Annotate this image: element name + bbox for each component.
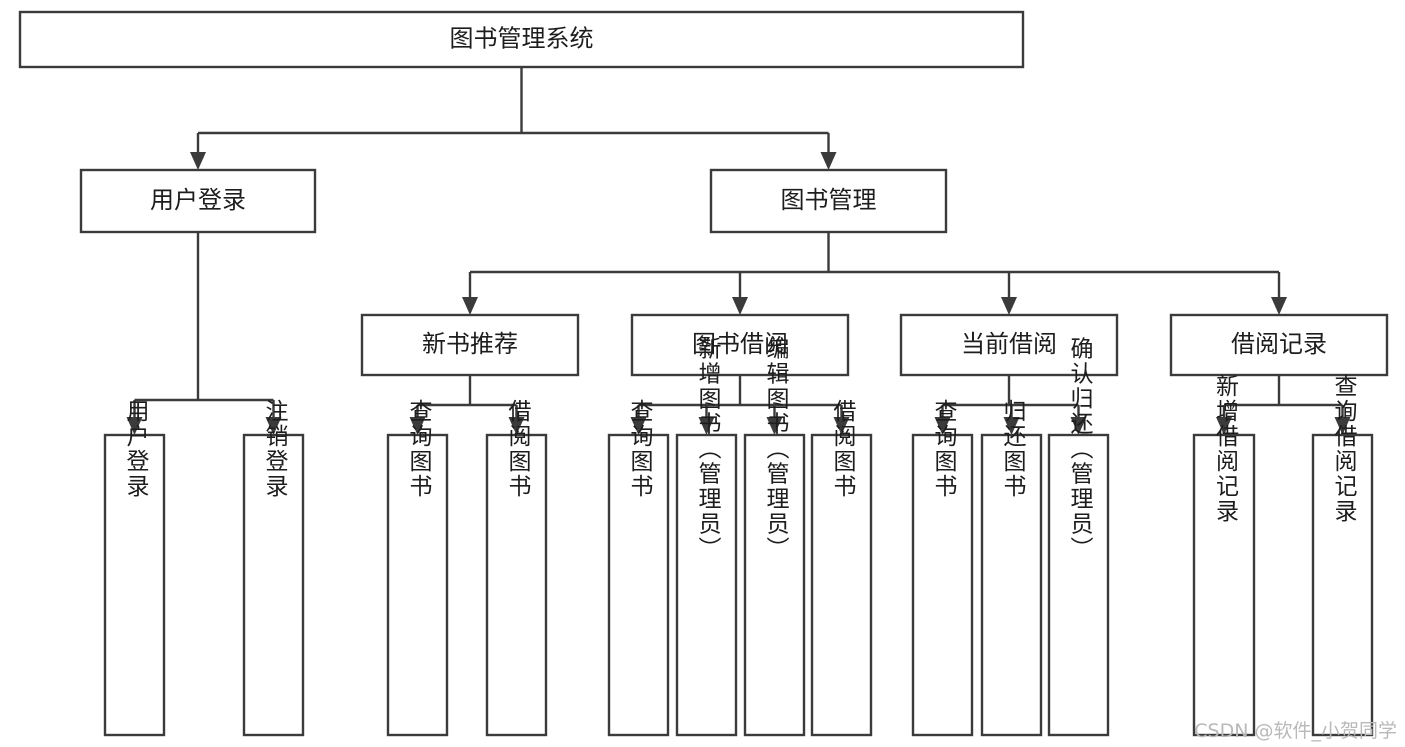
- node-leaf-add-book[interactable]: 新增图书（管理员）: [675, 337, 738, 737]
- node-box[interactable]: [911, 433, 974, 737]
- node-root[interactable]: 图书管理系统: [18, 10, 1025, 69]
- arrow-head-icon: [1216, 417, 1232, 435]
- node-label: 新增图书（管理员）: [694, 337, 722, 562]
- node-box[interactable]: [485, 433, 548, 737]
- node-box[interactable]: [810, 433, 873, 737]
- node-leaf-query-book-1[interactable]: 查询图书: [386, 399, 449, 737]
- node-label: 注销登录: [261, 399, 289, 499]
- node-box[interactable]: [1169, 313, 1389, 377]
- node-label: 当前借阅: [961, 330, 1057, 358]
- connector-conn-bookborrow-to-leaves: [630, 375, 850, 435]
- node-leaf-borrow-book-1[interactable]: 借阅图书: [485, 399, 548, 737]
- arrow-head-icon: [833, 417, 850, 435]
- node-label: 确认归还（管理员）: [1066, 337, 1094, 562]
- node-book-manage[interactable]: 图书管理: [709, 168, 948, 234]
- node-label: 新增借阅记录: [1212, 374, 1240, 524]
- connector-conn-bookmanage-to-level3: [462, 232, 1287, 315]
- node-leaf-user-login[interactable]: 用户登录: [103, 399, 166, 737]
- node-label: 查询借阅记录: [1330, 374, 1358, 524]
- node-box[interactable]: [242, 433, 305, 737]
- connector-conn-currentborrow-to-leaves: [934, 375, 1087, 435]
- connector-conn-borrowrecord-to-leaves: [1216, 375, 1351, 435]
- node-box[interactable]: [386, 433, 449, 737]
- node-leaf-add-borrow-record[interactable]: 新增借阅记录: [1192, 374, 1256, 737]
- node-label: 图书管理系统: [450, 25, 594, 53]
- node-box[interactable]: [675, 433, 738, 737]
- node-box[interactable]: [18, 10, 1025, 69]
- node-leaf-query-borrow-record[interactable]: 查询借阅记录: [1311, 374, 1374, 737]
- node-user-login[interactable]: 用户登录: [79, 168, 317, 234]
- node-label: 借阅图书: [829, 399, 857, 499]
- arrow-head-icon: [1001, 297, 1017, 315]
- arrow-head-icon: [698, 417, 715, 435]
- connector-conn-userlogin-to-leaves: [126, 232, 282, 435]
- arrow-head-icon: [1003, 417, 1020, 435]
- arrow-head-icon: [462, 297, 478, 315]
- node-box[interactable]: [360, 313, 580, 377]
- node-box[interactable]: [743, 433, 806, 737]
- node-leaf-confirm-return[interactable]: 确认归还（管理员）: [1047, 337, 1110, 737]
- arrow-head-icon: [508, 417, 525, 435]
- arrow-head-icon: [1070, 417, 1087, 435]
- node-label: 新书推荐: [422, 330, 518, 358]
- node-label: 借阅记录: [1231, 330, 1327, 358]
- node-leaf-return-book[interactable]: 归还图书: [980, 399, 1043, 737]
- node-leaf-query-book-3[interactable]: 查询图书: [911, 399, 974, 737]
- node-new-book-recommend[interactable]: 新书推荐: [360, 313, 580, 377]
- node-label: 查询图书: [626, 399, 654, 499]
- node-label: 编辑图书（管理员）: [762, 337, 790, 562]
- arrow-head-icon: [1334, 417, 1351, 435]
- connector-conn-newbook-to-leaves: [409, 375, 525, 435]
- arrow-head-icon: [934, 417, 951, 435]
- node-box[interactable]: [607, 433, 670, 737]
- node-layer: 图书管理系统用户登录图书管理新书推荐图书借阅当前借阅借阅记录用户登录注销登录查询…: [18, 10, 1389, 737]
- node-box[interactable]: [1047, 433, 1110, 737]
- node-label: 用户登录: [122, 399, 150, 499]
- node-label: 借阅图书: [504, 399, 532, 499]
- node-box[interactable]: [1311, 433, 1374, 737]
- node-current-borrow[interactable]: 当前借阅: [899, 313, 1119, 377]
- arrow-head-icon: [630, 417, 647, 435]
- node-label: 归还图书: [999, 399, 1027, 499]
- node-borrow-record[interactable]: 借阅记录: [1169, 313, 1389, 377]
- node-leaf-edit-book[interactable]: 编辑图书（管理员）: [743, 337, 806, 737]
- node-box[interactable]: [79, 168, 317, 234]
- node-box[interactable]: [899, 313, 1119, 377]
- arrow-head-icon: [409, 417, 426, 435]
- node-box[interactable]: [630, 313, 850, 377]
- arrow-head-icon: [190, 152, 206, 170]
- node-label: 图书管理: [781, 186, 877, 214]
- node-label: 图书借阅: [692, 330, 788, 358]
- node-book-borrow[interactable]: 图书借阅: [630, 313, 850, 377]
- arrow-head-icon: [1271, 297, 1287, 315]
- node-label: 查询图书: [930, 399, 958, 499]
- node-box[interactable]: [980, 433, 1043, 737]
- arrow-head-icon: [820, 152, 837, 170]
- node-box[interactable]: [1192, 433, 1256, 737]
- node-leaf-user-logout[interactable]: 注销登录: [242, 399, 305, 737]
- arrow-head-icon: [732, 297, 748, 315]
- connector-layer: [126, 67, 1351, 435]
- node-leaf-borrow-book-2[interactable]: 借阅图书: [810, 399, 873, 737]
- arrow-head-icon: [766, 417, 783, 435]
- node-box[interactable]: [103, 433, 166, 737]
- node-leaf-query-book-2[interactable]: 查询图书: [607, 399, 670, 737]
- arrow-head-icon: [126, 417, 143, 435]
- node-box[interactable]: [709, 168, 948, 234]
- connector-conn-root-to-level2: [190, 67, 837, 170]
- node-label: 查询图书: [405, 399, 433, 499]
- node-label: 用户登录: [150, 186, 246, 214]
- arrow-head-icon: [265, 417, 282, 435]
